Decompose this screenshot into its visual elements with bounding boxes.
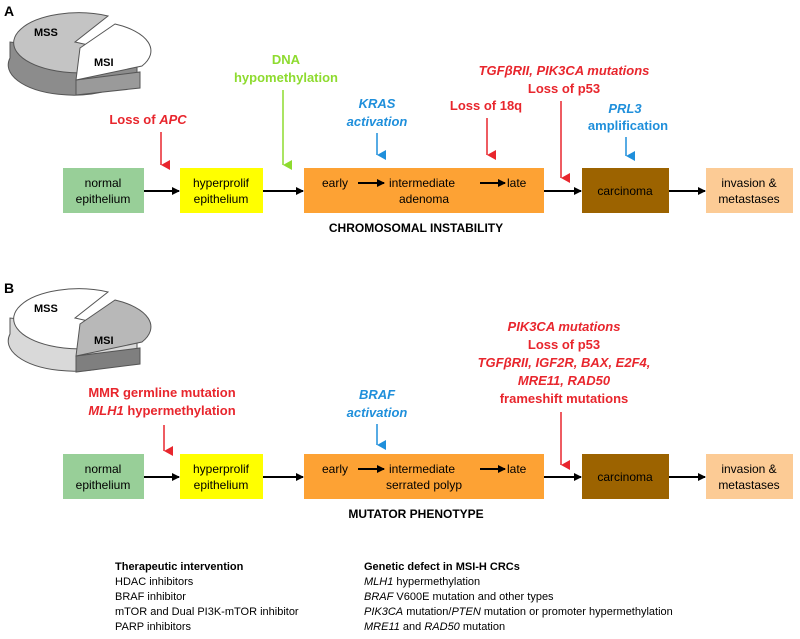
event-b-mlh1: MLH1 hypermethylation <box>88 403 235 418</box>
box-a-invasion-line1: invasion & <box>721 176 776 190</box>
defect-row: MLH1 hypermethylation <box>364 576 481 588</box>
box-b-stage-late: late <box>507 462 527 476</box>
box-a-normal-line2: epithelium <box>76 192 131 206</box>
event-a-apc: Loss of APC <box>109 112 187 127</box>
box-b-normal <box>63 454 144 499</box>
therapy-row: HDAC inhibitors <box>115 576 194 588</box>
pie-chart-b: MSS MSI <box>7 288 152 373</box>
box-b-carcinoma <box>582 454 669 499</box>
pie-b-msi-label: MSI <box>94 335 114 347</box>
box-b-stage-intermediate: intermediate <box>389 462 455 476</box>
event-b-pik-3: TGFβRII, IGF2R, BAX, E2F4, <box>478 355 651 370</box>
box-b-carcinoma-label: carcinoma <box>597 470 653 484</box>
therapy-header: Therapeutic intervention <box>115 561 244 573</box>
event-a-kras-1: KRAS <box>359 96 396 111</box>
panel-a-title: CHROMOSOMAL INSTABILITY <box>329 221 503 235</box>
box-b-hyper-line2: epithelium <box>194 478 249 492</box>
box-a-carcinoma-label: carcinoma <box>597 184 653 198</box>
pie-b-msi-top <box>75 299 152 357</box>
box-b-invasion-line2: metastases <box>718 478 779 492</box>
event-a-dna-1: DNA <box>272 52 301 67</box>
event-a-dna-2: hypomethylation <box>234 70 338 85</box>
event-a-tgf-1: TGFβRII, PIK3CA mutations <box>479 63 650 78</box>
box-b-polyp <box>304 454 544 499</box>
event-a-prl3-1: PRL3 <box>608 101 642 116</box>
box-b-hyper <box>180 454 263 499</box>
defect-row: MRE11 and RAD50 mutation <box>364 621 506 633</box>
event-a-tgf-2: Loss of p53 <box>528 81 600 96</box>
box-a-hyper-line1: hyperprolif <box>193 176 250 190</box>
box-a-normal <box>63 168 144 213</box>
box-a-carcinoma <box>582 168 669 213</box>
pie-a-msi-side <box>75 71 141 96</box>
event-b-braf-1: BRAF <box>359 387 396 402</box>
box-a-adenoma-label: adenoma <box>399 192 449 206</box>
box-a-stage-late: late <box>507 176 527 190</box>
box-a-stage-intermediate: intermediate <box>389 176 455 190</box>
event-b-pik-1: PIK3CA mutations <box>508 319 621 334</box>
pie-b-mss-label: MSS <box>34 303 58 315</box>
defect-row: PIK3CA mutation/PTEN mutation or promote… <box>364 606 673 618</box>
therapy-row: mTOR and Dual PI3K-mTOR inhibitor <box>115 606 299 618</box>
event-a-kras-2: activation <box>347 114 408 129</box>
pie-a-msi-top <box>75 23 152 81</box>
therapy-row: BRAF inhibitor <box>115 591 186 603</box>
defect-row: BRAF V600E mutation and other types <box>364 591 554 603</box>
panel-b: B MSS MSI normal epithelium hyperprolif … <box>4 280 793 521</box>
event-b-pik-4: MRE11, RAD50 <box>518 373 611 388</box>
defect-header: Genetic defect in MSI-H CRCs <box>364 561 520 573</box>
box-a-invasion <box>706 168 793 213</box>
box-b-normal-line1: normal <box>85 462 122 476</box>
event-a-prl3-2: amplification <box>588 118 668 133</box>
box-b-polyp-label: serrated polyp <box>386 478 462 492</box>
event-a-18q: Loss of 18q <box>450 98 522 113</box>
pie-b-msi-side <box>75 347 141 373</box>
box-a-hyper <box>180 168 263 213</box>
defect-column: Genetic defect in MSI-H CRCs MLH1 hyperm… <box>364 560 794 635</box>
box-a-adenoma <box>304 168 544 213</box>
therapy-row: PARP inhibitors <box>115 621 192 633</box>
event-b-pik-5: frameshift mutations <box>500 391 629 406</box>
therapy-column: Therapeutic intervention HDAC inhibitors… <box>115 560 355 635</box>
panel-a-label: A <box>4 3 14 19</box>
box-b-invasion-line1: invasion & <box>721 462 776 476</box>
pie-chart-a: MSS MSI <box>7 12 152 96</box>
panel-a: A MSS MSI normal epithelium hyperprolif … <box>4 3 793 235</box>
box-a-invasion-line2: metastases <box>718 192 779 206</box>
box-b-stage-early: early <box>322 462 348 476</box>
pie-a-msi-label: MSI <box>94 57 114 69</box>
event-b-pik-2: Loss of p53 <box>528 337 600 352</box>
box-b-invasion <box>706 454 793 499</box>
box-b-normal-line2: epithelium <box>76 478 131 492</box>
box-a-normal-line1: normal <box>85 176 122 190</box>
event-b-mmr: MMR germline mutation <box>88 385 235 400</box>
box-b-hyper-line1: hyperprolif <box>193 462 250 476</box>
box-a-hyper-line2: epithelium <box>194 192 249 206</box>
panel-b-label: B <box>4 280 14 296</box>
panel-b-title: MUTATOR PHENOTYPE <box>348 507 483 521</box>
pie-a-mss-label: MSS <box>34 27 58 39</box>
event-b-braf-2: activation <box>347 405 408 420</box>
box-a-stage-early: early <box>322 176 348 190</box>
